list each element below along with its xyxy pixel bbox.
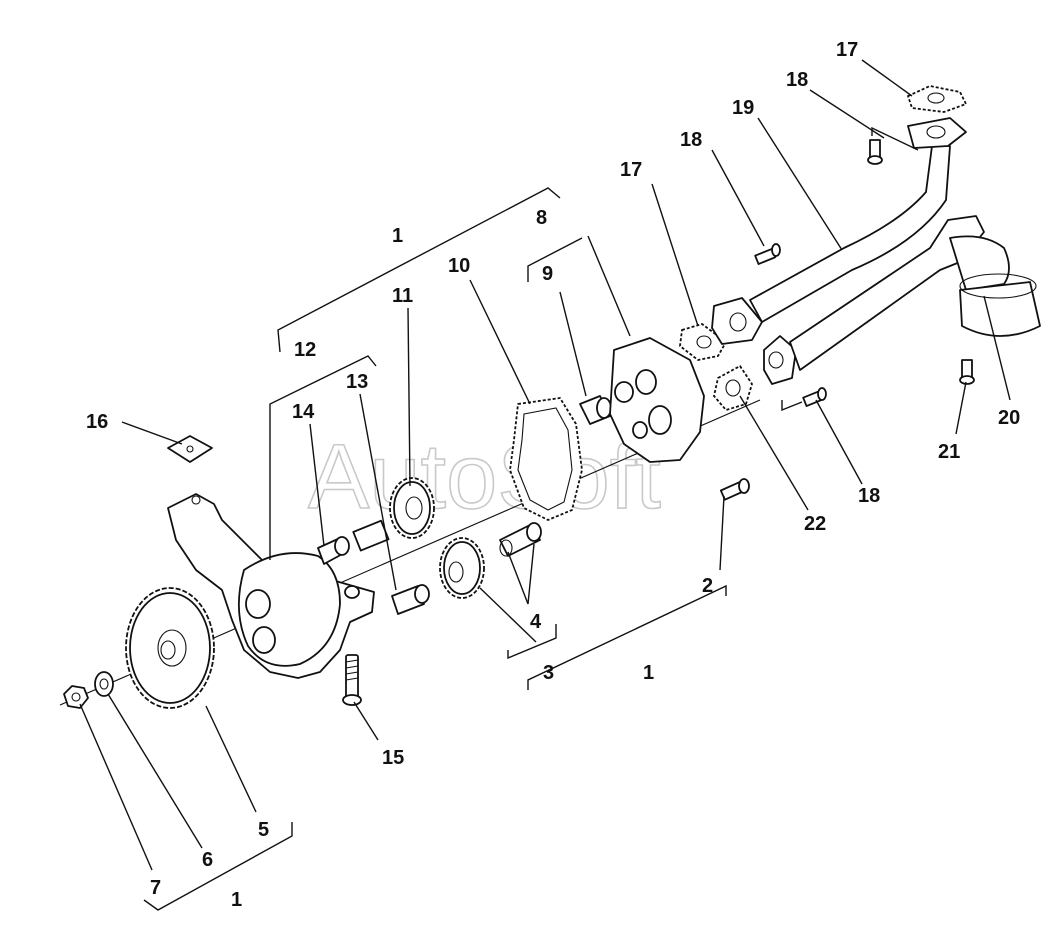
callouts: 1 2 3 4 1 5 6 7 1 8 9 10 11 12 13 14 15 …	[86, 39, 1020, 911]
callout-12: 12	[294, 339, 316, 361]
part-4-bushings	[499, 522, 542, 557]
callout-9: 9	[542, 263, 553, 285]
part-15-bolt	[342, 654, 362, 706]
part-7-nut	[63, 685, 89, 709]
part-14-bushing	[317, 536, 350, 565]
callout-18-right: 18	[858, 485, 880, 507]
callout-2: 2	[702, 575, 713, 597]
pump-body	[167, 493, 375, 679]
part-18-bolt-right	[802, 387, 827, 407]
part-9-bushing	[579, 395, 612, 425]
callout-11: 11	[392, 285, 413, 307]
callout-1-top: 1	[392, 225, 403, 247]
callout-4: 4	[530, 611, 542, 633]
callout-8: 8	[536, 207, 547, 229]
callout-19: 19	[732, 97, 754, 119]
callout-1-mid: 1	[643, 662, 654, 684]
part-17-gasket-lower	[679, 323, 727, 361]
callout-21: 21	[938, 441, 960, 463]
callout-6: 6	[202, 849, 213, 871]
callout-7: 7	[150, 877, 161, 899]
leader-lines	[79, 59, 1011, 911]
callout-18-top: 18	[786, 69, 808, 91]
part-10-gasket	[509, 397, 583, 521]
part-13-bushing	[391, 584, 430, 615]
callout-17-mid: 17	[620, 159, 642, 181]
part-11-gear-shaft	[352, 477, 435, 552]
part-21-bolt	[959, 359, 975, 385]
part-5-drive-gear	[125, 587, 215, 709]
callout-5: 5	[258, 819, 269, 841]
part-8-cover	[609, 337, 705, 463]
callout-22: 22	[804, 513, 826, 535]
part-17-gasket-top	[907, 85, 967, 113]
part-2-bolt	[719, 478, 750, 501]
part-18-bolt-top	[867, 139, 883, 165]
part-6-washer	[94, 671, 114, 697]
callout-15: 15	[382, 747, 404, 769]
callout-18-mid: 18	[680, 129, 702, 151]
part-22-gasket	[713, 365, 753, 411]
part-20-strainer	[763, 215, 1041, 385]
callout-16: 16	[86, 411, 108, 433]
callout-13: 13	[346, 371, 368, 393]
watermark: AutoSoft	[308, 426, 661, 528]
callout-17-top: 17	[836, 39, 858, 61]
callout-14: 14	[292, 401, 315, 423]
callout-3: 3	[543, 662, 554, 684]
part-3-driven-gear	[439, 537, 485, 599]
part-19-pipe	[711, 117, 967, 345]
callout-10: 10	[448, 255, 470, 277]
part-16-plate	[167, 435, 213, 463]
callout-1-bot: 1	[231, 889, 242, 911]
part-18-bolt-mid	[754, 243, 781, 265]
callout-20: 20	[998, 407, 1020, 429]
